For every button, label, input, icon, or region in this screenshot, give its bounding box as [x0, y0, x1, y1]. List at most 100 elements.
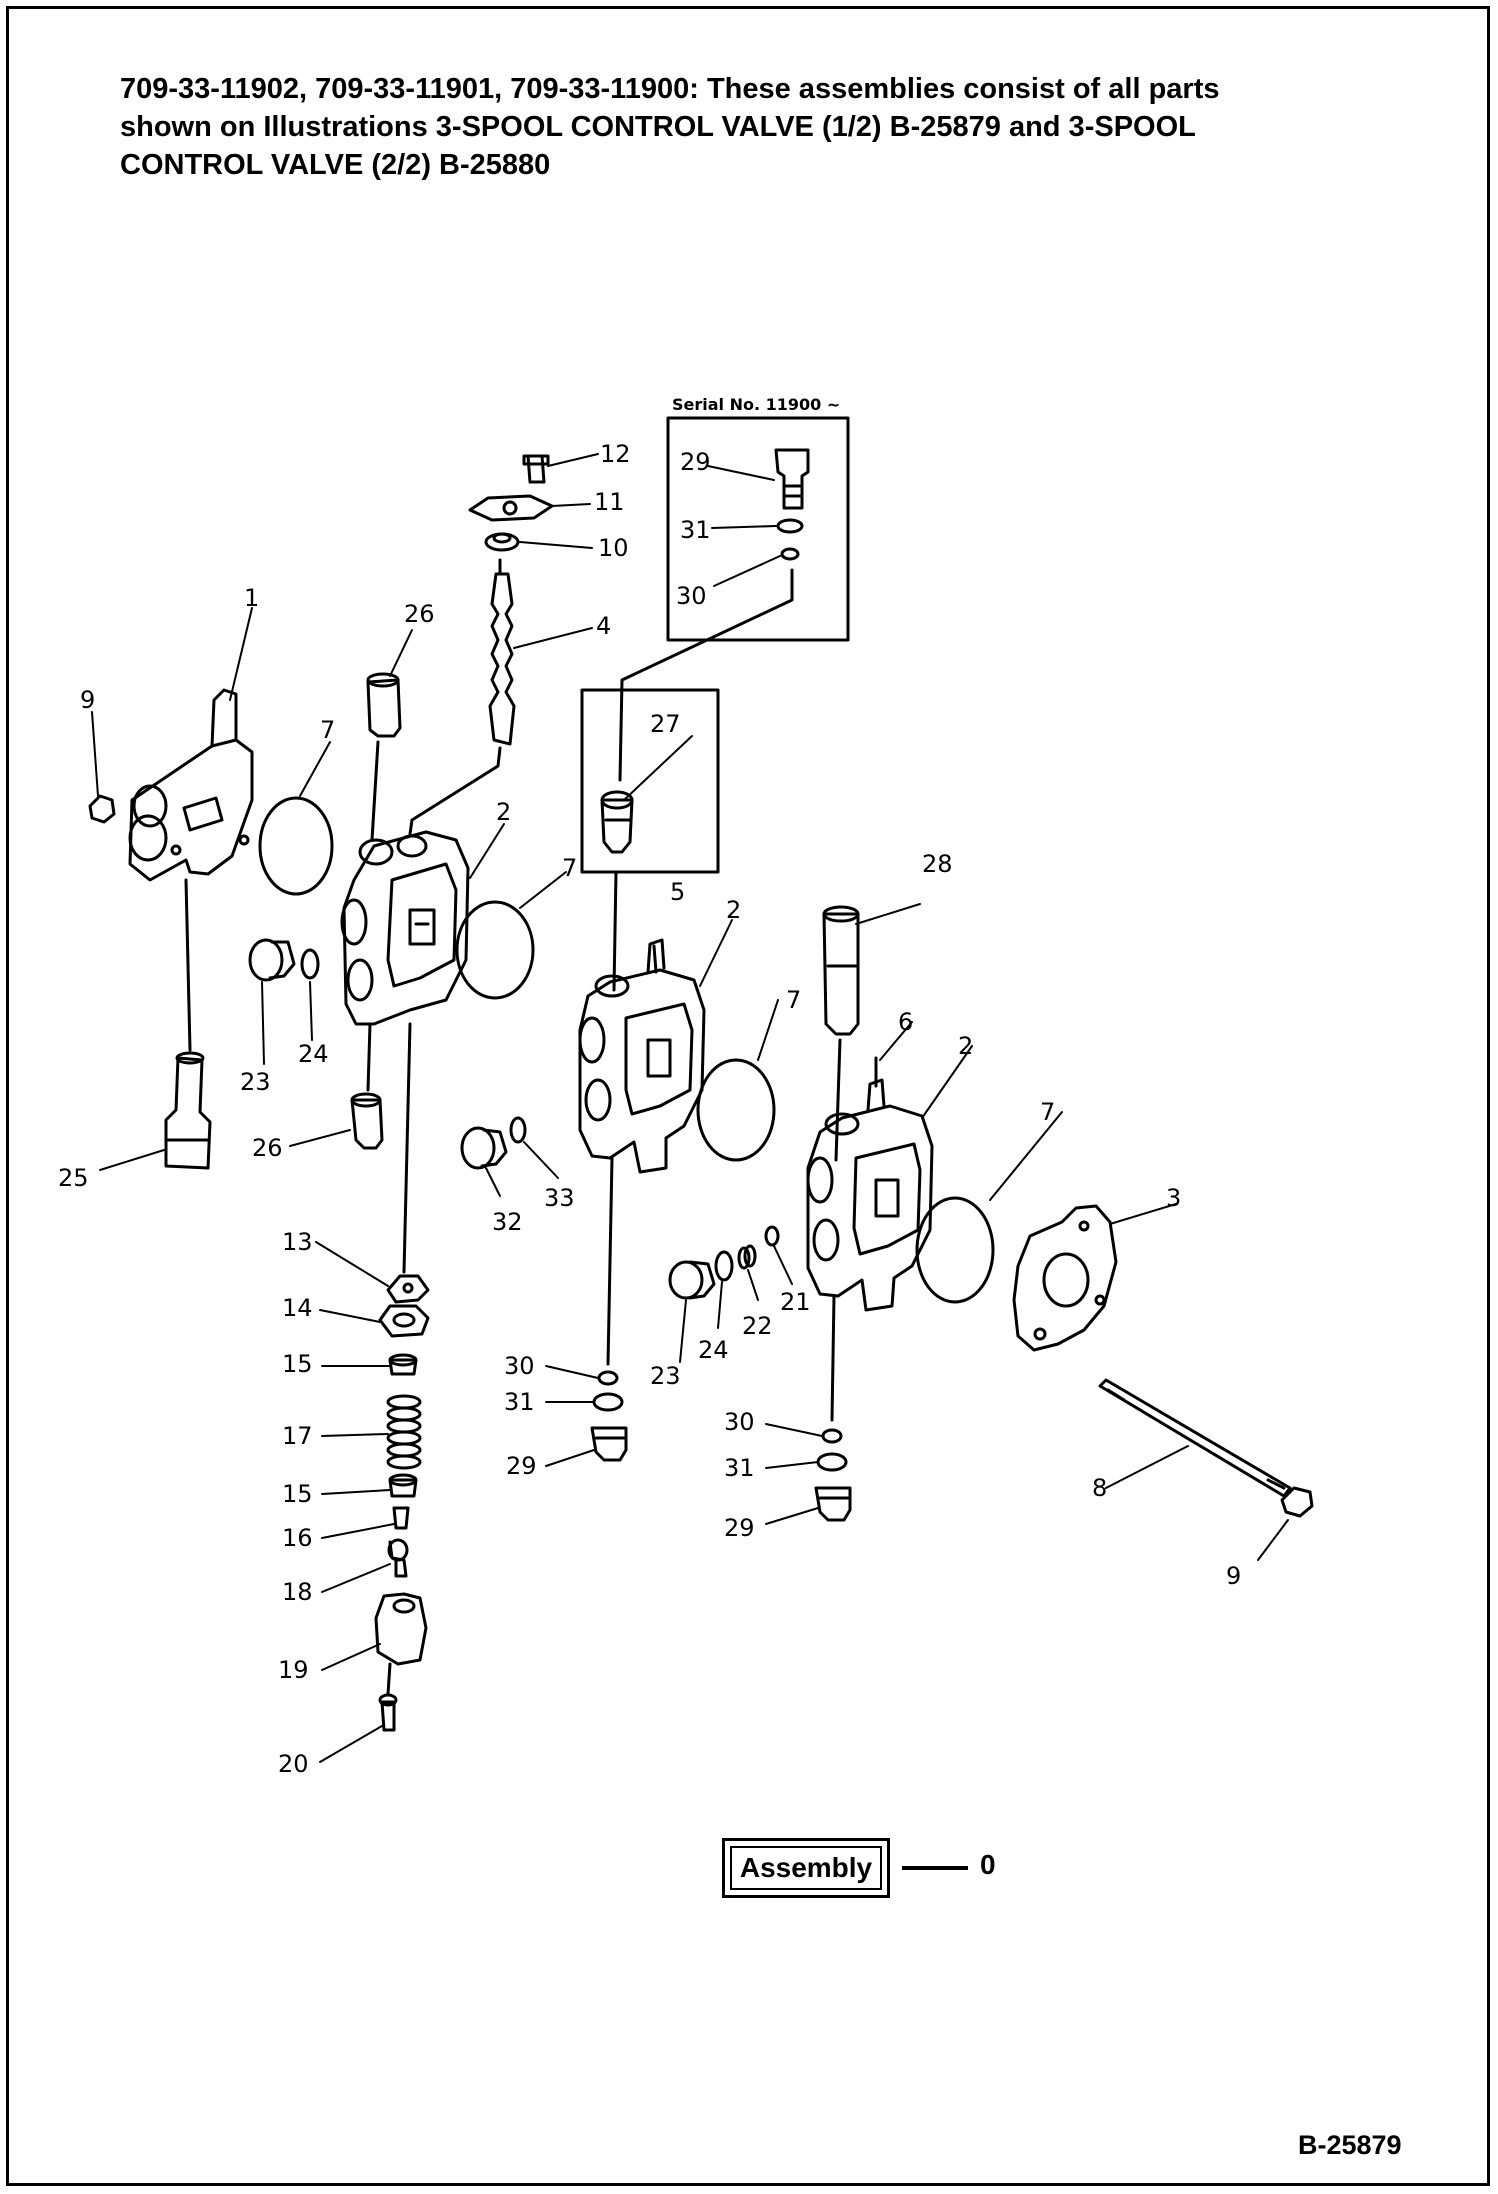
part-29-plug: [590, 1426, 628, 1462]
part-16-spacer: [392, 1506, 410, 1530]
part-30-o-ring: [821, 1428, 843, 1444]
part-25-valve-fitting: [164, 1051, 212, 1170]
axis-line: [386, 1662, 392, 1696]
assembly-number: 0: [980, 1849, 996, 1880]
part-27-inset-box: [580, 688, 720, 874]
callout-23: 23: [240, 1068, 271, 1096]
callout-33: 33: [544, 1184, 575, 1212]
part-21-ball: [764, 1225, 780, 1247]
callout-1: 1: [244, 584, 259, 612]
part-20-bolt: [378, 1693, 398, 1732]
callout-9: 9: [1226, 1562, 1241, 1590]
callout-19: 19: [278, 1656, 309, 1684]
axis-line: [830, 1294, 836, 1422]
part-22-spring: [737, 1244, 757, 1270]
axis-line: [402, 1022, 412, 1274]
callout-29: 29: [680, 448, 711, 476]
callout-31: 31: [680, 516, 711, 544]
axis-line: [618, 568, 794, 782]
callout-32: 32: [492, 1208, 523, 1236]
callout-7: 7: [1040, 1098, 1055, 1126]
callout-26: 26: [404, 600, 435, 628]
part-1-end-cover: [128, 688, 254, 882]
part-28-relief-valve: [822, 905, 860, 1036]
part-24-o-ring: [714, 1250, 734, 1282]
callout-22: 22: [742, 1312, 773, 1340]
part-5-pin: [652, 944, 658, 974]
part-15-retainer-bottom: [388, 1473, 418, 1498]
part-26-plug-bottom: [350, 1092, 384, 1150]
axis-line: [606, 1156, 614, 1366]
callout-7: 7: [320, 716, 335, 744]
callout-30: 30: [676, 582, 707, 610]
callout-21: 21: [780, 1288, 811, 1316]
callout-6: 6: [898, 1008, 913, 1036]
part-18-bolt: [387, 1538, 409, 1578]
part-7-o-ring: [696, 1058, 776, 1162]
callout-30: 30: [724, 1408, 755, 1436]
callout-15: 15: [282, 1350, 313, 1378]
axis-line: [408, 746, 502, 836]
callout-26: 26: [252, 1134, 283, 1162]
callout-27: 27: [650, 710, 681, 738]
part-2-valve-body-1: [340, 830, 470, 1026]
part-7-o-ring: [258, 796, 334, 896]
part-23-plug: [248, 938, 296, 982]
callout-9: 9: [80, 686, 95, 714]
serial-inset-box: [666, 416, 850, 642]
callout-23: 23: [650, 1362, 681, 1390]
part-15-retainer-top: [388, 1353, 418, 1376]
part-30-o-ring: [597, 1370, 619, 1386]
part-29-plug: [814, 1486, 852, 1522]
leader-lines: [91, 453, 1289, 1763]
part-24-o-ring: [300, 948, 320, 980]
part-23-plug: [668, 1260, 716, 1300]
part-4-spool: [488, 558, 516, 746]
callout-29: 29: [724, 1514, 755, 1542]
assembly-note-line-3: CONTROL VALVE (2/2) B-25880: [120, 149, 551, 181]
part-3-end-cover: [1012, 1204, 1118, 1352]
axis-line: [834, 1038, 842, 1162]
callout-16: 16: [282, 1524, 313, 1552]
callout-28: 28: [922, 850, 953, 878]
axis-line: [370, 740, 380, 842]
axis-line: [184, 878, 192, 1052]
callout-7: 7: [562, 854, 577, 882]
part-13-cap: [386, 1274, 430, 1304]
axis-line: [366, 1022, 372, 1092]
callout-30: 30: [504, 1352, 535, 1380]
part-9-nut: [88, 794, 116, 824]
page-border: [6, 6, 1490, 2186]
part-17-spring: [386, 1394, 422, 1470]
part-32-plug: [460, 1126, 508, 1170]
callout-24: 24: [298, 1040, 329, 1068]
part-11-plate: [468, 494, 554, 522]
callout-2: 2: [958, 1032, 973, 1060]
callout-11: 11: [594, 488, 625, 516]
callout-12: 12: [600, 440, 631, 468]
assembly-label: Assembly: [730, 1846, 882, 1890]
callout-10: 10: [598, 534, 629, 562]
callout-8: 8: [1092, 1474, 1107, 1502]
callout-14: 14: [282, 1294, 313, 1322]
callout-20: 20: [278, 1750, 309, 1778]
part-26-plug-top: [366, 672, 402, 738]
part-29-plug-inset: [774, 448, 810, 510]
part-31-o-ring: [816, 1452, 848, 1472]
callout-31: 31: [724, 1454, 755, 1482]
part-9-nut: [1280, 1486, 1314, 1518]
part-31-o-ring: [592, 1392, 624, 1412]
part-12-bolt: [522, 454, 550, 484]
serial-note: Serial No. 11900 ~: [672, 395, 840, 414]
part-27-relief-valve: [600, 790, 634, 854]
part-30-o-ring-inset: [780, 547, 800, 561]
callout-15: 15: [282, 1480, 313, 1508]
callout-7: 7: [786, 986, 801, 1014]
part-14-plate: [378, 1304, 430, 1338]
part-31-o-ring-inset: [776, 518, 804, 534]
callout-2: 2: [496, 798, 511, 826]
part-7-o-ring: [915, 1196, 995, 1304]
callout-18: 18: [282, 1578, 313, 1606]
callout-17: 17: [282, 1422, 313, 1450]
